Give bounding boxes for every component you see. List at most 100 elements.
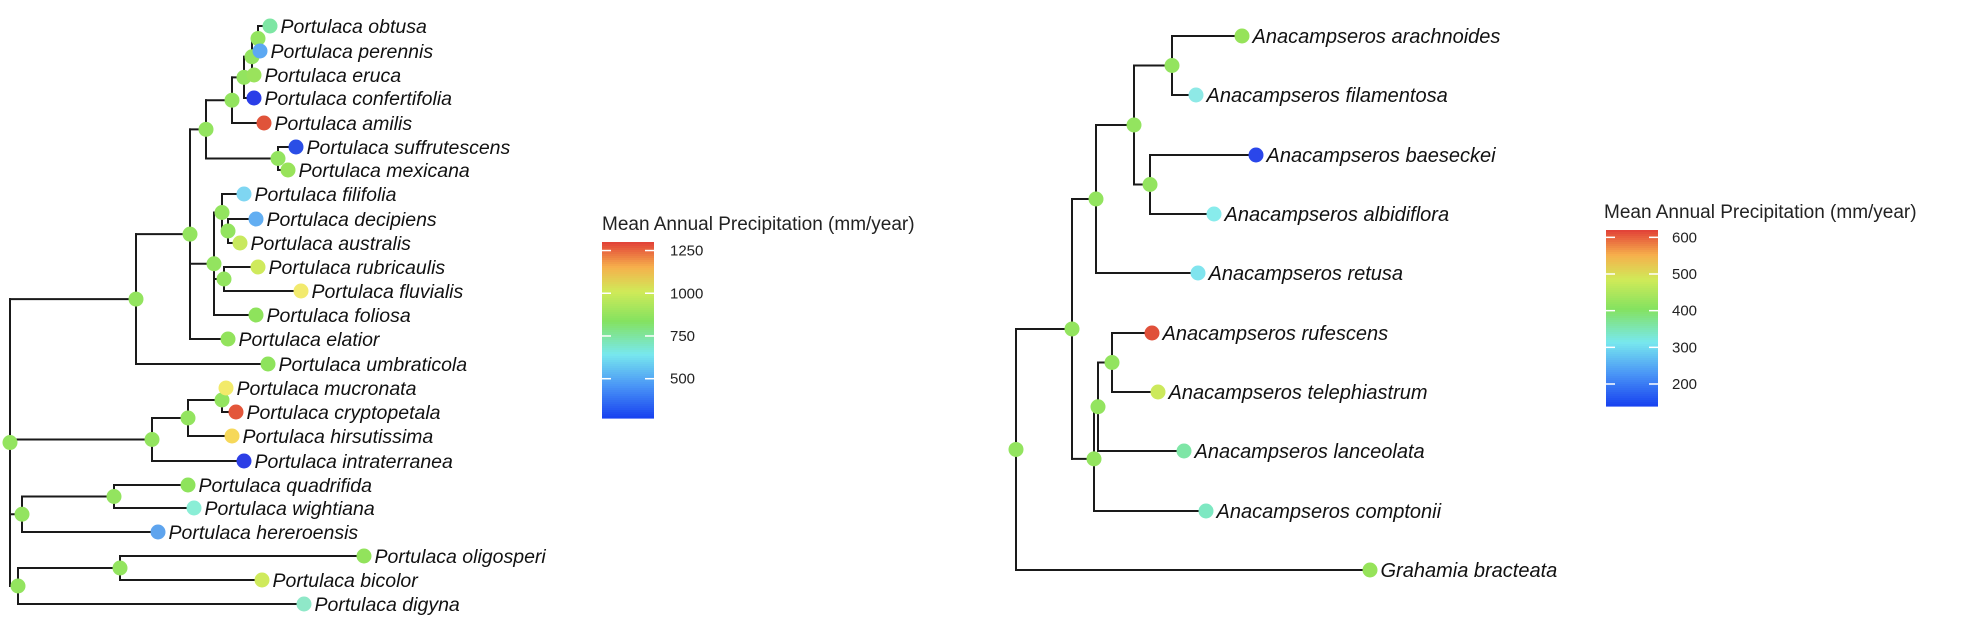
tip-label: Portulaca intraterranea [255,451,454,473]
tip-label: Portulaca amilis [275,113,413,135]
legend-colorbar-segment [1606,390,1658,393]
tip-label: Anacampseros telephiastrum [1168,382,1428,404]
legend-colorbar-segment [602,404,654,407]
legend-colorbar-segment [602,326,654,329]
tip-dot [280,162,296,178]
legend-colorbar-segment [602,390,654,393]
tip-dot [1198,503,1214,519]
legend-colorbar-segment [602,334,654,337]
legend-colorbar-segment [602,250,654,253]
legend-colorbar-segment [1606,328,1658,331]
tip-label: Portulaca decipiens [267,209,437,231]
legend-colorbar-segment [602,306,654,309]
internal-node-dot [1064,321,1080,337]
internal-node-dot [106,489,122,504]
tip-label: Anacampseros filamentosa [1206,85,1448,107]
legend-colorbar-segment [602,266,654,269]
tip-label: Portulaca hirsutissima [243,426,434,448]
legend-colorbar-segment [1606,400,1658,403]
legend-colorbar-segment [602,282,654,285]
legend-colorbar-segment [602,248,654,251]
tip-label: Portulaca oligosperi [375,546,547,568]
legend-colorbar-segment [602,314,654,317]
tip-label: Portulaca filifolia [255,184,397,206]
legend-colorbar-segment [602,352,654,355]
legend-colorbar-segment [602,242,654,245]
legend-colorbar-segment [602,364,654,367]
legend-colorbar-segment [1606,382,1658,385]
legend-colorbar-segment [1606,350,1658,353]
legend-colorbar-segment [1606,264,1658,267]
anacampseros-precip-legend: Mean Annual Precipitation (mm/year)20030… [1604,202,1917,407]
legend-colorbar-segment [602,268,654,271]
legend-colorbar-segment [1606,280,1658,283]
tip-dot [1206,206,1222,222]
tip-label: Anacampseros comptonii [1216,501,1442,523]
legend-tick-label: 600 [1672,229,1697,246]
legend-colorbar-segment [602,280,654,283]
tip-label: Anacampseros albidiflora [1224,204,1450,226]
legend-colorbar-segment [602,264,654,267]
legend-colorbar-segment [1606,290,1658,293]
legend-colorbar-segment [1606,306,1658,309]
legend-colorbar-segment [602,286,654,289]
legend-colorbar-segment [602,358,654,361]
legend-colorbar-segment [1606,352,1658,355]
legend-colorbar-segment [602,408,654,411]
tip-label: Portulaca umbraticola [279,354,468,376]
legend-colorbar-segment [1606,298,1658,301]
legend-colorbar-segment [1606,342,1658,345]
legend-colorbar-segment [1606,262,1658,265]
tip-dot [252,43,268,59]
legend-colorbar-segment [1606,378,1658,381]
legend-title: Mean Annual Precipitation (mm/year) [1604,202,1917,223]
legend-colorbar-segment [602,330,654,333]
legend-colorbar-segment [602,416,654,419]
legend-tick-label: 1250 [670,243,703,260]
legend-colorbar-segment [602,382,654,385]
legend-colorbar-segment [602,258,654,261]
legend-colorbar-segment [602,274,654,277]
tip-label: Portulaca elatior [239,329,381,351]
legend-colorbar-segment [602,254,654,257]
legend-colorbar-segment [602,386,654,389]
legend-colorbar-segment [1606,246,1658,249]
tip-dot [218,380,234,396]
tip-label: Portulaca mucronata [237,378,417,400]
portulaca-precip-legend: Mean Annual Precipitation (mm/year)50075… [602,214,915,419]
legend-colorbar-segment [602,270,654,273]
tip-dot [1190,265,1206,281]
tip-dot [232,235,248,251]
tip-dot [1362,562,1378,578]
legend-colorbar-segment [1606,316,1658,319]
legend-colorbar-segment [1606,376,1658,379]
legend-colorbar-segment [1606,358,1658,361]
legend-colorbar-segment [602,376,654,379]
legend-colorbar-segment [602,368,654,371]
tip-label: Anacampseros baeseckei [1266,145,1497,167]
legend-colorbar-segment [1606,312,1658,315]
legend-colorbar-segment [602,328,654,331]
legend-colorbar-segment [1606,398,1658,401]
legend-colorbar-segment [602,380,654,383]
internal-node-dot [1164,58,1180,73]
legend-colorbar-segment [1606,326,1658,329]
tip-label: Portulaca perennis [271,41,434,63]
legend-tick-label: 400 [1672,303,1697,320]
tip-label: Portulaca eruca [265,65,402,87]
legend-tick-label: 500 [670,371,695,388]
legend-colorbar-segment [1606,266,1658,269]
legend-colorbar-segment [1606,230,1658,233]
legend-colorbar-segment [602,316,654,319]
tip-dot [293,283,309,299]
tip-dot [1248,147,1264,163]
legend-colorbar-segment [1606,348,1658,351]
legend-colorbar-segment [1606,372,1658,375]
legend-colorbar-segment [1606,364,1658,367]
internal-node-dot [214,205,230,220]
legend-colorbar-segment [1606,336,1658,339]
legend-colorbar-segment [1606,232,1658,235]
legend-colorbar-segment [1606,252,1658,255]
legend-colorbar-segment [602,348,654,351]
